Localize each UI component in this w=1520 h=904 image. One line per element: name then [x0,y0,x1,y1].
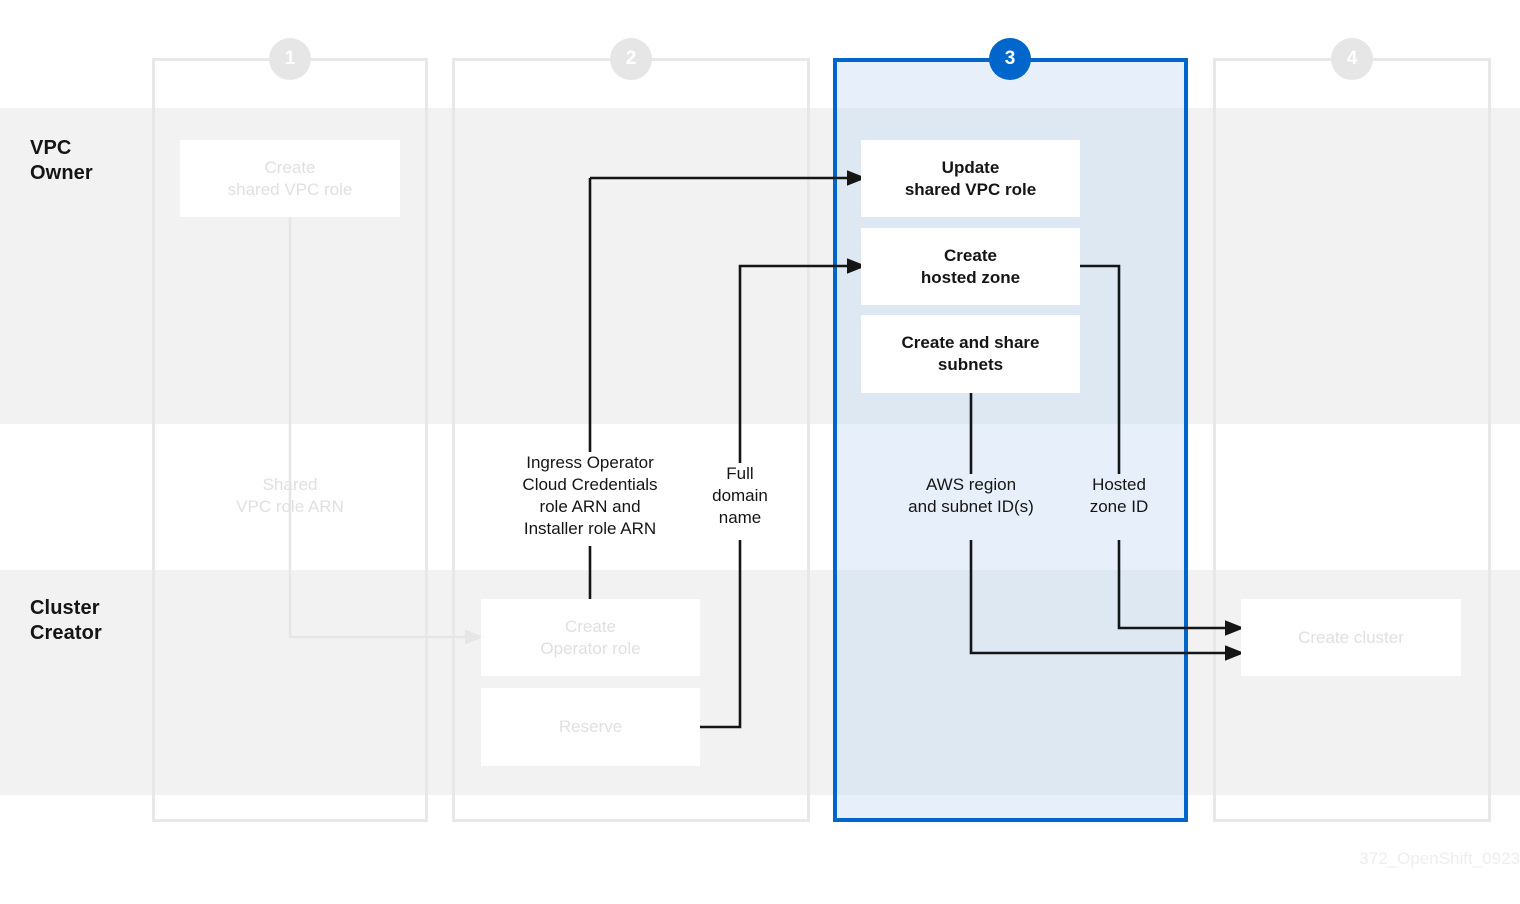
task-create-operator-role: Create Operator role [481,599,700,676]
task-reserve: Reserve [481,688,700,766]
lane-label-cluster-creator: Cluster Creator [30,597,102,644]
edge-label-aws-region-and-subnet-ids: AWS region and subnet ID(s) [908,475,1034,516]
edge-label-full-domain-name: Full domain name [712,464,768,527]
task-create-and-share-subnets: Create and share subnets [861,315,1080,393]
stage-badge-4: 4 [1331,38,1373,80]
stage-panel-3-light-strip-middle [837,424,1184,570]
lane-label-vpc-owner: VPC Owner [30,137,93,184]
edge-hosted-zone-id [1080,264,1245,636]
edge-label-hosted-zone-id: Hosted zone ID [1089,475,1149,516]
edge-label-ingress-installer-arns: Ingress Operator Cloud Credentials role … [522,453,658,538]
task-create-shared-vpc-role: Create shared VPC role [180,140,400,217]
edge-shared-vpc-role-arn [288,217,484,645]
stage-badge-2: 2 [610,38,652,80]
stage-badge-1: 1 [269,38,311,80]
edge-full-domain-name [700,258,867,729]
edge-label-shared-vpc-role-arn: Shared VPC role ARN [236,475,344,516]
watermark: 372_OpenShift_0923 [1359,849,1520,868]
task-update-shared-vpc-role: Update shared VPC role [861,140,1080,217]
edge-to-update-shared-vpc-role [588,170,867,452]
edge-aws-region-and-subnet-ids [969,393,1245,661]
stage-badge-3: 3 [989,38,1031,80]
stage-panel-3-light-strip-bottom [837,795,1184,818]
task-create-hosted-zone: Create hosted zone [861,228,1080,305]
task-create-cluster: Create cluster [1241,599,1461,676]
